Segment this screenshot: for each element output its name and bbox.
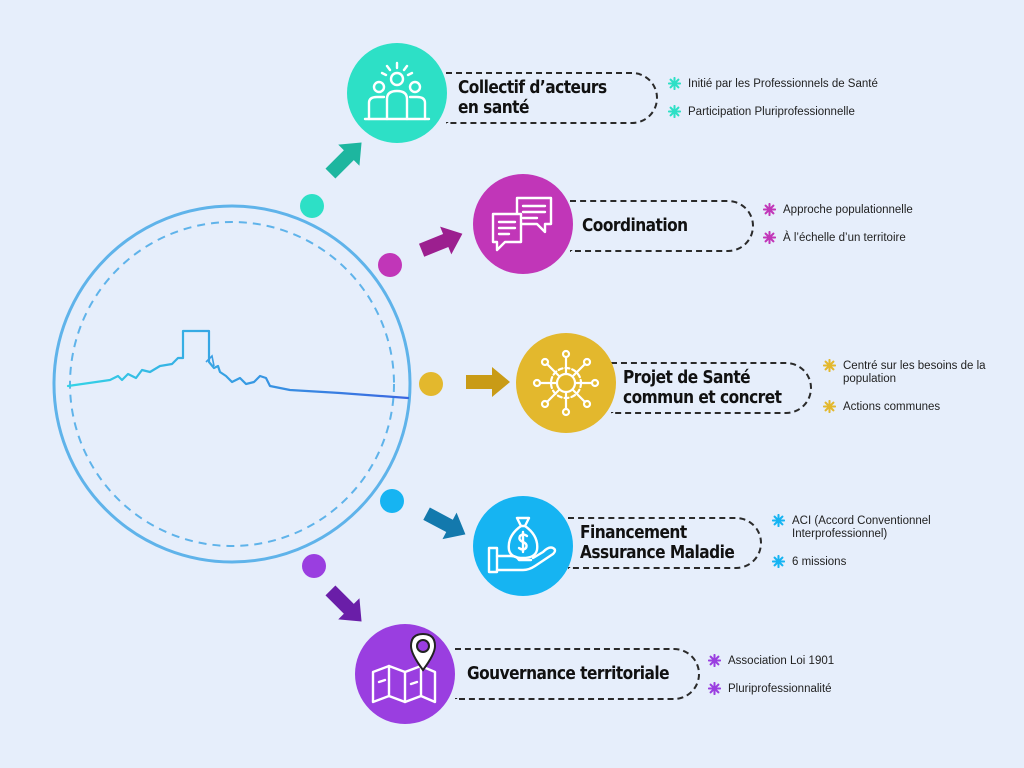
list-item: Actions communes [823, 400, 1021, 414]
list-item: Approche populationnelle [763, 203, 913, 217]
arrow-collectif [325, 142, 362, 179]
node-projet [516, 333, 616, 433]
asterisk-bullet-icon [772, 514, 785, 527]
bullets-coordination: Approche populationnelle À l’échelle d’u… [763, 203, 913, 260]
money-bag-hand-icon [487, 516, 557, 574]
connector-dot-gouvernance [302, 554, 326, 578]
bullets-projet: Centré sur les besoins de la population … [823, 359, 1021, 429]
node-gouvernance [355, 624, 455, 724]
title-line: Assurance Maladie [580, 543, 735, 563]
asterisk-bullet-icon [763, 231, 776, 244]
list-item: Centré sur les besoins de la population [823, 359, 1021, 386]
bullets-financement: ACI (Accord Conventionnel Interprofessio… [772, 514, 967, 584]
bullets-collectif: Initié par les Professionnels de Santé P… [668, 77, 878, 134]
list-item: ACI (Accord Conventionnel Interprofessio… [772, 514, 967, 541]
bullets-gouvernance: Association Loi 1901 Pluriprofessionnali… [708, 654, 834, 711]
connector-dot-financement [380, 489, 404, 513]
arrow-projet [466, 367, 510, 397]
label-coordination: Coordination [570, 200, 754, 252]
list-item: Initié par les Professionnels de Santé [668, 77, 878, 91]
arrow-coordination [418, 226, 463, 257]
connector-dot-projet [419, 372, 443, 396]
asterisk-bullet-icon [668, 105, 681, 118]
title-line: Collectif d’acteurs [458, 78, 607, 98]
title-line: commun et concret [623, 388, 782, 408]
list-item: Participation Pluriprofessionnelle [668, 105, 878, 119]
asterisk-bullet-icon [823, 359, 836, 372]
label-financement: Financement Assurance Maladie [568, 517, 762, 569]
network-gear-icon [532, 349, 600, 417]
list-item: Association Loi 1901 [708, 654, 834, 668]
asterisk-bullet-icon [772, 555, 785, 568]
arrow-financement [423, 507, 466, 540]
label-collectif: Collectif d’acteurs en santé [446, 72, 658, 124]
asterisk-bullet-icon [823, 400, 836, 413]
connector-dot-collectif [300, 194, 324, 218]
asterisk-bullet-icon [763, 203, 776, 216]
arrow-gouvernance [325, 585, 362, 622]
title-line: Financement [580, 523, 687, 543]
label-gouvernance: Gouvernance territoriale [455, 648, 700, 700]
title-line: Coordination [582, 216, 688, 236]
list-item: À l’échelle d’un territoire [763, 231, 913, 245]
title-line: Gouvernance territoriale [467, 664, 670, 684]
node-financement [473, 496, 573, 596]
label-projet: Projet de Santé commun et concret [611, 362, 812, 414]
node-coordination [473, 174, 573, 274]
people-group-icon [363, 61, 431, 121]
connector-dot-coordination [378, 253, 402, 277]
list-item: 6 missions [772, 555, 967, 569]
title-line: Projet de Santé [623, 368, 751, 388]
asterisk-bullet-icon [668, 77, 681, 90]
map-pin-icon [371, 632, 437, 704]
chat-bubbles-icon [491, 196, 553, 252]
title-line: en santé [458, 98, 529, 118]
city-skyline-line-icon [66, 329, 410, 400]
central-circle [52, 204, 412, 564]
asterisk-bullet-icon [708, 654, 721, 667]
asterisk-bullet-icon [708, 682, 721, 695]
list-item: Pluriprofessionnalité [708, 682, 834, 696]
node-collectif [347, 43, 447, 143]
